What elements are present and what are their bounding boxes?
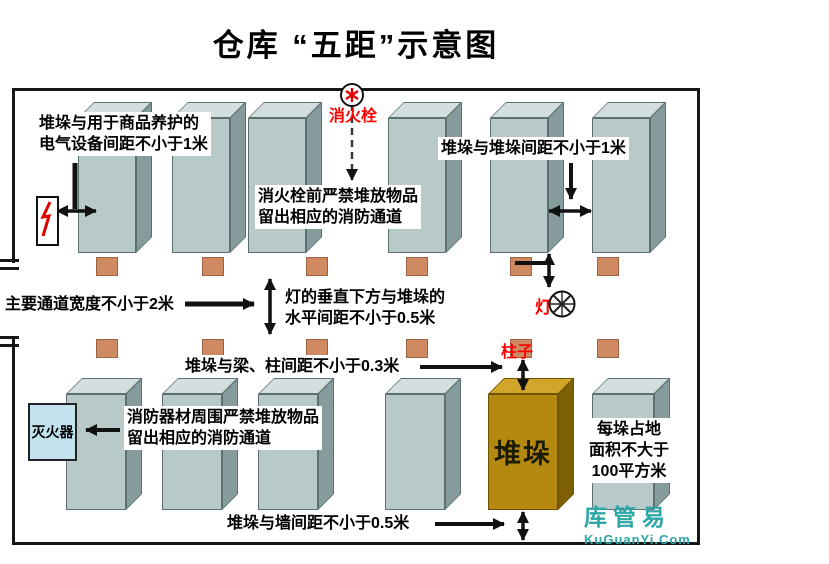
wall-opening-tick bbox=[0, 259, 19, 262]
hydrant-clearance-label: 消火栓前严禁堆放物品 留出相应的消防通道 bbox=[255, 185, 422, 229]
goods-stack bbox=[388, 102, 462, 253]
pillar-marker-label: 柱子 bbox=[501, 344, 534, 361]
watermark-name: 库管易 bbox=[584, 504, 671, 530]
pillar-marker bbox=[597, 339, 619, 358]
electrical-equipment-box bbox=[36, 196, 59, 246]
pillar-marker bbox=[597, 257, 619, 276]
goods-stack bbox=[248, 102, 322, 253]
stack-side-face bbox=[548, 102, 564, 253]
stack-gap-label: 堆垛与堆垛间距不小于1米 bbox=[438, 137, 629, 160]
pillar-marker bbox=[306, 257, 328, 276]
fire-hydrant-icon bbox=[340, 83, 364, 107]
fire-equipment-label: 消防器材周围严禁堆放物品 留出相应的消防通道 bbox=[124, 406, 323, 450]
fire-extinguisher-box: 灭火器 bbox=[28, 403, 77, 461]
stack-side-face bbox=[306, 102, 322, 253]
main-aisle-label: 主要通道宽度不小于2米 bbox=[2, 293, 177, 316]
beam-pillar-label: 堆垛与梁、柱间距不小于0.3米 bbox=[182, 355, 403, 378]
stack-side-face bbox=[650, 102, 666, 253]
wall-opening-tick bbox=[0, 336, 19, 339]
goods-stack bbox=[385, 378, 461, 510]
watermark-site: KuGuanYi.Com bbox=[584, 532, 691, 547]
stack-side-face bbox=[230, 102, 246, 253]
page-title: 仓库 “五距”示意图 bbox=[212, 28, 500, 63]
stack-front-face bbox=[385, 394, 445, 510]
stack-side-face bbox=[558, 378, 574, 510]
lamp-distance-label: 灯的垂直下方与堆垛的 水平间距不小于0.5米 bbox=[282, 286, 449, 330]
pillar-marker bbox=[96, 339, 118, 358]
fire-extinguisher-label: 灭火器 bbox=[31, 424, 74, 440]
wall-opening-tick bbox=[0, 344, 19, 347]
wall-opening-tick bbox=[0, 267, 19, 270]
stack-side-face bbox=[446, 102, 462, 253]
watermark: 库管易 KuGuanYi.Com bbox=[584, 498, 691, 547]
goods-stack bbox=[592, 102, 666, 253]
pillar-marker bbox=[510, 257, 532, 276]
stack-name-label: 堆垛 bbox=[494, 439, 552, 469]
lamp-marker-label: 灯 bbox=[535, 298, 552, 317]
pillar-marker bbox=[406, 339, 428, 358]
pillar-marker bbox=[202, 257, 224, 276]
pillar-marker bbox=[96, 257, 118, 276]
stack-front-face bbox=[488, 394, 558, 510]
wall-distance-label: 堆垛与墙间距不小于0.5米 bbox=[224, 512, 413, 535]
lightning-bolt-icon bbox=[40, 201, 52, 237]
pillar-marker bbox=[406, 257, 428, 276]
stack-area-label: 每垛占地 面积不大于 100平方米 bbox=[578, 418, 680, 483]
pillar-marker bbox=[510, 339, 532, 358]
goods-stack bbox=[490, 102, 564, 253]
stack-side-face bbox=[445, 378, 461, 510]
elec-distance-label: 堆垛与用于商品养护的 电气设备间距不小于1米 bbox=[36, 112, 211, 156]
ceiling-lamp-icon bbox=[548, 290, 576, 318]
goods-stack-highlight bbox=[488, 378, 574, 510]
